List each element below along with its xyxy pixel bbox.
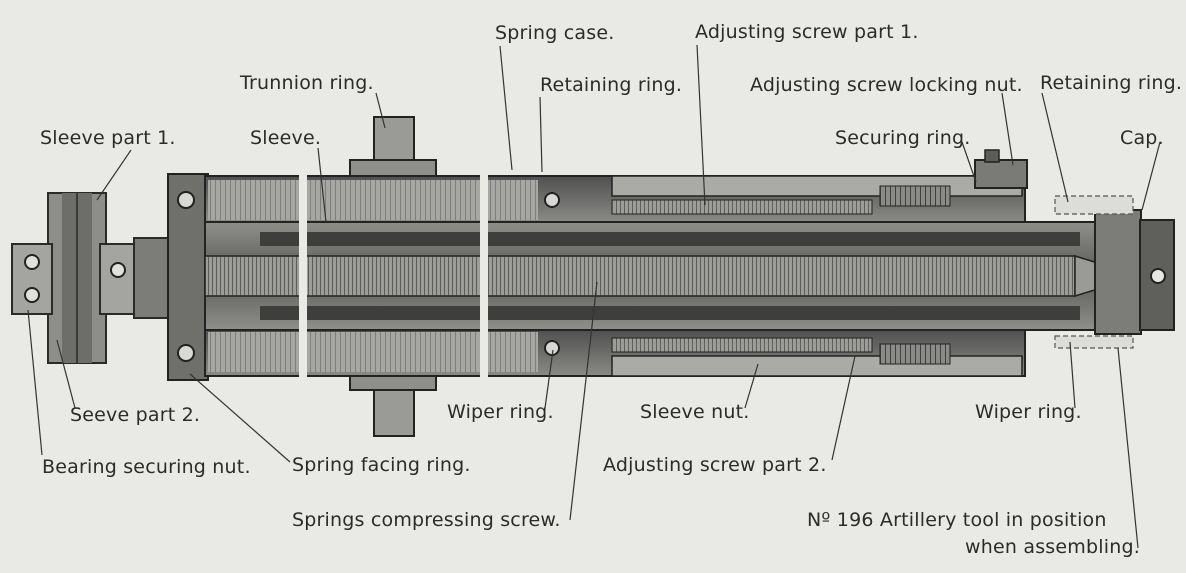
label-sleeve-nut: Sleeve nut. xyxy=(640,401,750,423)
label-sleeve-part-1: Sleeve part 1. xyxy=(40,127,176,149)
cap-shape xyxy=(1094,209,1175,335)
springs-upper-shape xyxy=(208,180,538,220)
artillery-tool-shape xyxy=(1054,195,1134,349)
front-flange-shape xyxy=(167,173,209,381)
label-spring-case: Spring case. xyxy=(495,22,615,44)
label-spring-facing-ring: Spring facing ring. xyxy=(292,454,471,476)
label-securing-ring: Securing ring. xyxy=(835,127,971,149)
break-lines xyxy=(299,172,488,380)
label-springs-compressing-screw: Springs compressing screw. xyxy=(292,509,561,531)
label-wiper-ring-right: Wiper ring. xyxy=(975,401,1082,423)
label-artillery-tool-line2: when assembling. xyxy=(965,536,1140,558)
label-adjusting-screw-part-2: Adjusting screw part 2. xyxy=(603,454,827,476)
label-sleeve-part-2: Seeve part 2. xyxy=(70,404,201,426)
label-adjusting-screw-locking-nut: Adjusting screw locking nut. xyxy=(750,74,1023,96)
label-retaining-ring-mid: Retaining ring. xyxy=(540,74,683,96)
springs-lower-shape xyxy=(208,332,538,372)
label-cap: Cap. xyxy=(1120,127,1164,149)
label-bearing-securing-nut: Bearing securing nut. xyxy=(42,456,251,478)
sleeve-part-1-shape xyxy=(47,192,107,364)
leader-lines xyxy=(27,44,1161,549)
label-artillery-tool-line1: Nº 196 Artillery tool in position xyxy=(807,509,1107,531)
locking-nut-shape xyxy=(974,149,1028,189)
label-sleeve: Sleeve. xyxy=(250,127,322,149)
adjusting-screw-shape xyxy=(544,185,951,365)
label-wiper-ring-left: Wiper ring. xyxy=(447,401,554,423)
trunnion-ring-shape xyxy=(349,116,437,437)
springs-compressing-screw-shape xyxy=(204,254,1143,298)
label-trunnion-ring: Trunnion ring. xyxy=(240,72,374,94)
label-adjusting-screw-part-1: Adjusting screw part 1. xyxy=(695,21,919,43)
label-retaining-ring-right: Retaining ring. xyxy=(1040,72,1183,94)
